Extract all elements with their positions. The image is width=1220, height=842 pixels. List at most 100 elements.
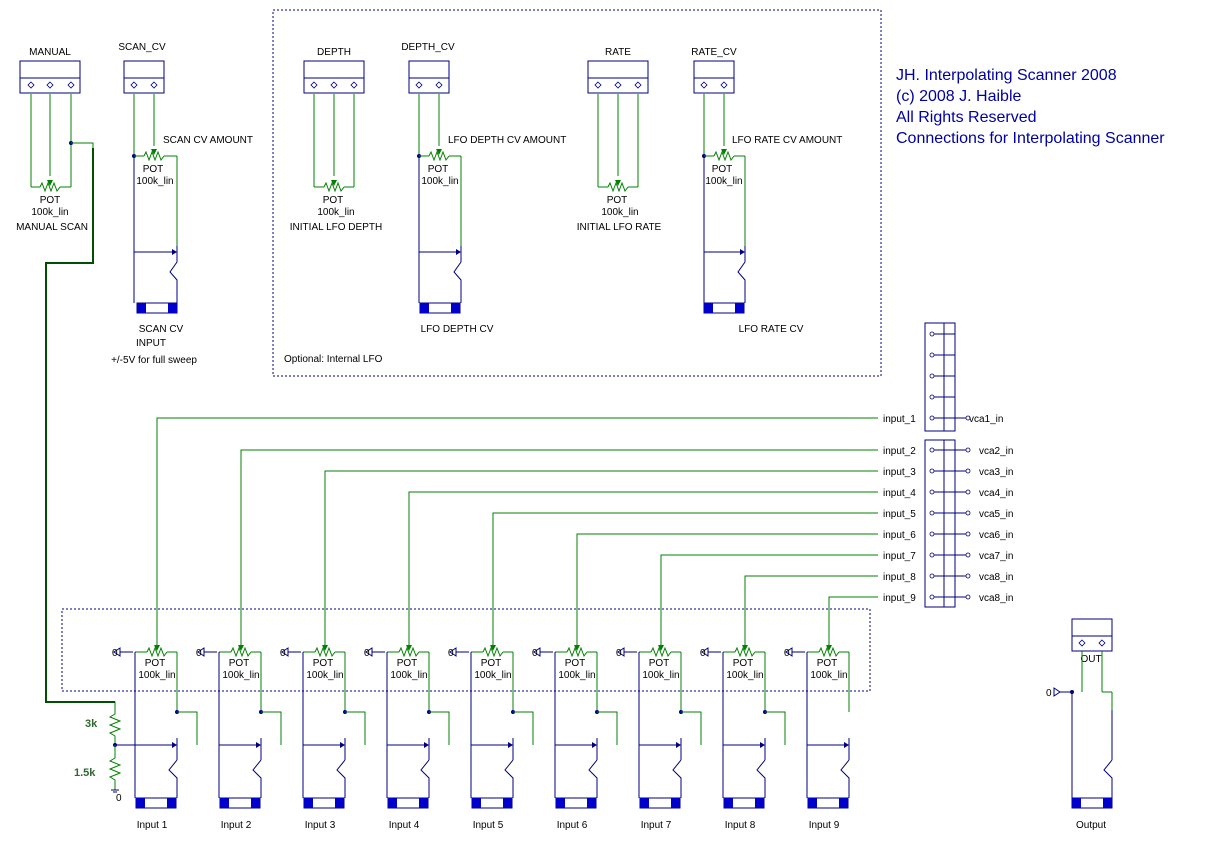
input-jack-label: Input 6: [557, 820, 588, 831]
pot-type: POT: [712, 164, 733, 175]
resistor-value: 3k: [85, 718, 98, 730]
ground-label: 0: [616, 648, 622, 659]
pot-type: POT: [607, 195, 628, 206]
scan-cv-connector: [123, 60, 165, 94]
pot-type: POT: [817, 658, 838, 669]
ground-label: 0: [448, 648, 454, 659]
input-jack-label: Input 9: [809, 820, 840, 831]
input-net-label: input_1: [883, 414, 916, 425]
pot-type: POT: [397, 658, 418, 669]
net-wire: [492, 512, 878, 648]
manual-section: MANUAL POT 100k_lin MANUAL SCAN: [16, 47, 116, 712]
pot-name: MANUAL SCAN: [16, 222, 88, 233]
vca-net-label: vca1_in: [969, 414, 1003, 425]
pot-value: 100k_lin: [726, 670, 763, 681]
ground-label: 0: [280, 648, 286, 659]
lfo-section-label: Optional: Internal LFO: [284, 354, 383, 365]
pot-value: 100k_lin: [558, 670, 595, 681]
vca-net-label: vca8_in: [979, 593, 1013, 604]
vca-net-label: vca7_in: [979, 551, 1013, 562]
input-jack-label: Input 4: [389, 820, 420, 831]
ground-label: 0: [364, 648, 370, 659]
out-connector: [1071, 618, 1113, 652]
pot-type: POT: [143, 164, 164, 175]
pot-type: POT: [428, 164, 449, 175]
vca-net-label: vca3_in: [979, 467, 1013, 478]
jack-label: LFO DEPTH CV: [421, 324, 494, 335]
pot-type: POT: [313, 658, 334, 669]
input-jack-label: Input 7: [641, 820, 672, 831]
pot-value: 100k_lin: [474, 670, 511, 681]
connector-label: SCAN_CV: [118, 42, 166, 53]
input-net-label: input_4: [883, 488, 916, 499]
input-net-label: input_6: [883, 530, 916, 541]
ground-label: 0: [1046, 688, 1052, 699]
input-net-label: input_3: [883, 467, 916, 478]
vca-net-label: vca8_in: [979, 572, 1013, 583]
pot-type: POT: [229, 658, 250, 669]
pot-type: POT: [481, 658, 502, 669]
vca-net-label: vca2_in: [979, 446, 1013, 457]
ground-label: 0: [112, 648, 118, 659]
pot-value: 100k_lin: [390, 670, 427, 681]
net-wire: [240, 449, 878, 648]
depth-cv-connector: [408, 60, 450, 94]
input-net-label: input_2: [883, 446, 916, 457]
resistor-value: 1.5k: [74, 767, 96, 779]
rate-section: RATE POT 100k_lin INITIAL LFO RATE: [577, 47, 662, 233]
net-wire: [660, 554, 878, 648]
input-net-label: input_5: [883, 509, 916, 520]
ground-label: 0: [784, 648, 790, 659]
pot-value: 100k_lin: [421, 176, 458, 187]
pot-name: SCAN CV AMOUNT: [163, 135, 253, 146]
depth-section: DEPTH POT 100k_lin INITIAL LFO DEPTH: [290, 47, 382, 233]
connector-label: RATE: [605, 47, 631, 58]
net-wire: [408, 491, 878, 648]
header-upper: [924, 322, 971, 432]
output-jack-label: Output: [1076, 820, 1106, 831]
input-jack-label: Input 3: [305, 820, 336, 831]
title-line: (c) 2008 J. Haible: [896, 88, 1021, 105]
ground-label: 0: [700, 648, 706, 659]
net-wire: [156, 417, 878, 648]
pot-type: POT: [40, 195, 61, 206]
jack-note: +/-5V for full sweep: [111, 355, 197, 366]
lfo-section-box: [272, 9, 882, 377]
input-jack-label: Input 1: [137, 820, 168, 831]
pot-name: LFO DEPTH CV AMOUNT: [448, 135, 566, 146]
pot-value: 100k_lin: [317, 207, 354, 218]
pot-value: 100k_lin: [31, 207, 68, 218]
pot-value: 100k_lin: [705, 176, 742, 187]
ground-label: 0: [196, 648, 202, 659]
connector-label: OUT: [1080, 654, 1101, 665]
pot-value: 100k_lin: [136, 176, 173, 187]
jack-label: LFO RATE CV: [739, 324, 804, 335]
connector-label: DEPTH: [317, 47, 351, 58]
pot-type: POT: [565, 658, 586, 669]
header-lower: [924, 439, 956, 608]
connector-label: MANUAL: [29, 47, 71, 58]
title-block: JH. Interpolating Scanner 2008 (c) 2008 …: [896, 67, 1165, 147]
input-net-label: input_9: [883, 593, 916, 604]
output-section: OUT 0 Output: [1046, 618, 1113, 831]
vca-net-label: vca4_in: [979, 488, 1013, 499]
jack-label: INPUT: [136, 338, 166, 349]
input-jack-label: Input 2: [221, 820, 252, 831]
depth-cv-section: DEPTH_CV LFO DEPTH CV AMOUNT POT 100k_li…: [401, 42, 566, 335]
connector-label: DEPTH_CV: [401, 42, 455, 53]
pot-type: POT: [145, 658, 166, 669]
pot-value: 100k_lin: [306, 670, 343, 681]
vca-net-label: vca6_in: [979, 530, 1013, 541]
title-line: JH. Interpolating Scanner 2008: [896, 67, 1117, 84]
